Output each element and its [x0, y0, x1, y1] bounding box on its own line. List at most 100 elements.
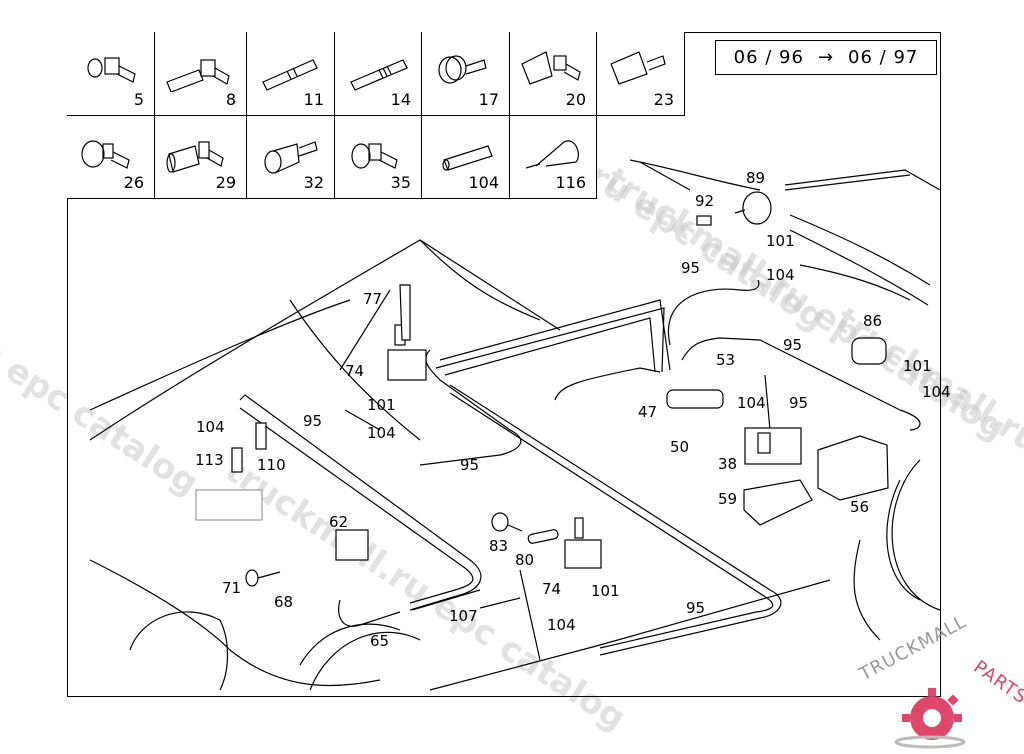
callout-50: 50: [670, 438, 690, 456]
gear-logo-icon: [894, 688, 966, 749]
callout-80: 80: [515, 551, 535, 569]
trunk-line: [789, 214, 931, 286]
callout-104: 104: [196, 418, 225, 436]
callout-47: 47: [638, 403, 658, 421]
roof-line: [784, 169, 941, 191]
wheel-arch-rear: [886, 479, 921, 601]
callout-95: 95: [686, 599, 706, 617]
callout-71: 71: [222, 579, 242, 597]
callout-110: 110: [257, 456, 286, 474]
distributor-47-icon: [666, 389, 724, 409]
windshield: [419, 239, 541, 321]
legend-cell[interactable]: 20: [510, 32, 597, 116]
rear-bumper: [853, 539, 881, 641]
callout-107: 107: [449, 607, 478, 625]
callout-101: 101: [903, 357, 932, 375]
legend-cell[interactable]: 29: [155, 116, 247, 199]
callout-101: 101: [367, 396, 396, 414]
callout-62: 62: [329, 513, 349, 531]
wheel-arch-rear: [891, 459, 941, 611]
callout-104: 104: [547, 616, 576, 634]
part-number: 29: [215, 173, 236, 192]
elbow-valve-connector-icon: [81, 140, 130, 169]
valve-74-lower-icon: [564, 517, 602, 569]
callout-86: 86: [863, 312, 883, 330]
hose-95: [681, 337, 921, 431]
legend-cell[interactable]: 17: [422, 32, 510, 116]
callout-92: 92: [695, 192, 715, 210]
solenoid-62-icon: [335, 529, 369, 561]
valve-connector-icon: [438, 55, 487, 84]
trunk-line: [799, 264, 911, 301]
part-number: 14: [390, 90, 411, 109]
callout-95: 95: [460, 456, 480, 474]
part-number: 35: [390, 173, 411, 192]
callout-104: 104: [367, 424, 396, 442]
legend-cell[interactable]: 11: [247, 32, 335, 116]
callout-95: 95: [789, 394, 809, 412]
connector-block-icon: [195, 489, 263, 521]
part-number: 11: [303, 90, 324, 109]
cylinder-elbow-icon: [166, 141, 224, 173]
part-number: 104: [468, 173, 499, 192]
t-connector-icon: [166, 59, 230, 92]
legend-cell[interactable]: 14: [335, 32, 422, 116]
hose-95: [439, 299, 671, 371]
valve-74-icon: [387, 324, 427, 381]
callout-59: 59: [718, 490, 738, 508]
callout-104: 104: [766, 266, 795, 284]
hose-107: [411, 589, 481, 611]
hose-65: [338, 599, 401, 627]
sill-line: [429, 579, 831, 691]
callout-74: 74: [345, 362, 365, 380]
legend-cell[interactable]: 32: [247, 116, 335, 199]
hose-77-icon: [399, 284, 411, 341]
hood-crease: [289, 299, 421, 441]
wheel-arch: [299, 623, 401, 666]
legend-cell[interactable]: 26: [67, 116, 155, 199]
rear-window: [639, 161, 691, 191]
legend-cell[interactable]: 35: [335, 116, 422, 199]
elbow-110-icon: [255, 422, 267, 450]
leader-line: [339, 289, 391, 371]
wheel-arch: [309, 631, 421, 691]
part-number: 32: [303, 173, 324, 192]
hose-95: [449, 392, 774, 649]
callout-95: 95: [303, 412, 323, 430]
leader-line: [479, 597, 521, 609]
legend-cell[interactable]: 23: [597, 32, 685, 116]
part-number: 116: [555, 173, 586, 192]
callout-89: 89: [746, 169, 766, 187]
legend-cell[interactable]: 8: [155, 32, 247, 116]
legend-cell[interactable]: 5: [67, 32, 155, 116]
callout-56: 56: [850, 498, 870, 516]
plug-connector-icon: [264, 141, 318, 174]
headlight: [129, 611, 229, 691]
date-to: 06 / 97: [848, 47, 919, 68]
callout-101: 101: [766, 232, 795, 250]
date-from: 06 / 96: [733, 47, 804, 68]
hose-sleeve-icon: [442, 145, 493, 171]
rear-window: [629, 159, 761, 191]
connector-92-icon: [696, 215, 712, 226]
elbow-connector-icon: [87, 57, 136, 83]
callout-65: 65: [370, 632, 390, 650]
callout-104: 104: [737, 394, 766, 412]
legend-cell[interactable]: 104: [422, 116, 510, 199]
roof-line: [784, 174, 911, 191]
callout-101: 101: [591, 582, 620, 600]
angled-plug-connector-icon: [351, 143, 398, 169]
part-number: 5: [133, 90, 144, 109]
hose-clamp-icon: [525, 140, 579, 169]
truckmall-parts-logo: TRUCKMALL PARTS: [856, 611, 1024, 750]
straight-connector-icon: [262, 59, 318, 91]
hose-95: [444, 317, 656, 376]
callout-38: 38: [718, 455, 738, 473]
validity-date-range: 06 / 96 → 06 / 97: [715, 40, 937, 75]
fender: [89, 559, 381, 687]
callout-95: 95: [681, 259, 701, 277]
reservoir-56-icon: [817, 435, 889, 501]
legend-cell[interactable]: 116: [510, 116, 597, 199]
